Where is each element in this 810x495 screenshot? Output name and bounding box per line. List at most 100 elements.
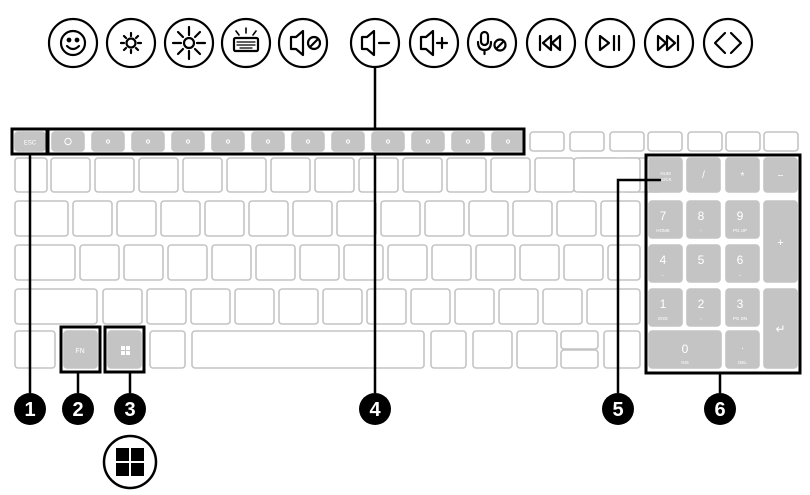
function-key-glyph (265, 139, 271, 144)
windows-key-glyph (126, 346, 130, 350)
callout-label-6: 6 (714, 399, 725, 421)
function-key-glyph (425, 139, 431, 144)
key-row3 (343, 244, 384, 281)
function-key-glyph (385, 139, 391, 144)
key-num-3-label: 3 (737, 297, 744, 311)
key-num-dot (725, 330, 760, 369)
key-row4 (102, 288, 143, 325)
previous-track-icon (525, 17, 577, 69)
key-row2 (160, 200, 201, 237)
key-row1 (402, 157, 443, 193)
key-row1 (138, 157, 179, 193)
key-arrow-left (516, 330, 558, 369)
callout-label-3: 3 (124, 399, 135, 421)
key-caps-lock (14, 244, 76, 281)
callout-4: 4 (359, 393, 391, 425)
key-row1 (226, 157, 267, 193)
key-row1 (358, 157, 399, 193)
key-row4 (234, 288, 275, 325)
speaker-mute-icon (277, 17, 329, 69)
key-num-minus (763, 157, 798, 193)
key-row3 (299, 244, 340, 281)
key-row4 (190, 288, 231, 325)
key-row3 (167, 244, 208, 281)
key-num-0-label: 0 (682, 342, 689, 356)
key-arrow-up (560, 330, 599, 350)
key-fn-label: FN (75, 348, 84, 355)
key-esc-label: ESC (24, 141, 37, 147)
callout-label-5: 5 (612, 399, 623, 421)
leader-lines (28, 154, 722, 393)
function-key-glyph (345, 139, 351, 144)
key-function-12 (491, 131, 525, 152)
keyboard-backlight-icon (220, 17, 272, 69)
key-function-11 (451, 131, 485, 152)
key-ctrl-right (472, 330, 513, 369)
key-arrow-right (603, 330, 641, 369)
key-function-2 (91, 131, 125, 152)
function-key-glyph (465, 139, 471, 144)
key-function-10 (411, 131, 445, 152)
key-num-6-sublabel: → (738, 272, 743, 277)
key-num-dot-label: . (741, 341, 744, 352)
callout-1: 1 (14, 393, 46, 425)
key-num-asterisk (725, 157, 760, 193)
highlight-numpad (644, 153, 802, 375)
function-key-glyph (145, 139, 151, 144)
key-top-right-4 (647, 131, 683, 152)
volume-up-icon (408, 17, 460, 69)
key-ctrl (14, 330, 56, 369)
callout-label-4: 4 (369, 399, 381, 421)
key-left-shift (14, 288, 98, 325)
key-fn (63, 330, 98, 369)
key-num-4-label: 4 (660, 253, 667, 267)
key-num-7-sublabel: HOME (656, 228, 670, 233)
key-num-dot-sublabel: DEL (738, 360, 747, 365)
key-num-0-sublabel: INS (681, 360, 689, 365)
key-row3 (563, 244, 604, 281)
key-row3 (123, 244, 164, 281)
key-esc (14, 131, 46, 152)
callout-5: 5 (602, 393, 634, 425)
key-row1 (314, 157, 355, 193)
smiley-icon (47, 17, 99, 69)
key-row1 (182, 157, 223, 193)
key-num-1-label: 1 (660, 297, 667, 311)
key-top-right-2 (569, 131, 605, 152)
switch-screen-icon (702, 17, 754, 69)
brightness-up-icon (163, 17, 215, 69)
key-num-slash-label: / (702, 170, 705, 181)
highlight-fn-key (59, 325, 102, 374)
key-function-1 (51, 131, 85, 152)
key-row2 (336, 200, 377, 237)
key-backspace (573, 157, 641, 193)
key-top-right-6 (725, 131, 761, 152)
key-num-lock (648, 157, 683, 193)
key-row1 (490, 157, 531, 193)
key-num-8-label: 8 (698, 209, 705, 223)
key-row4 (454, 288, 495, 325)
highlight-function-row (46, 127, 526, 156)
callout-3: 3 (114, 393, 146, 425)
key-row3 (519, 244, 560, 281)
key-row4 (410, 288, 451, 325)
key-num-minus-label: − (778, 171, 784, 182)
key-num-3-sublabel: PG DN (733, 316, 747, 321)
play-pause-icon (584, 17, 636, 69)
key-num-5-label: 5 (698, 253, 705, 267)
microphone-mute-icon (466, 17, 518, 69)
key-row1 (534, 157, 575, 193)
key-row3 (387, 244, 428, 281)
key-function-4 (171, 131, 205, 152)
key-row2 (600, 200, 641, 237)
key-row3 (475, 244, 516, 281)
callout-label-1: 1 (24, 399, 35, 421)
key-row2 (248, 200, 289, 237)
key-row4 (498, 288, 539, 325)
key-alt (149, 330, 186, 369)
key-num-plus-label: + (777, 237, 783, 249)
function-key-glyph (64, 137, 72, 146)
key-num-1 (648, 288, 683, 327)
key-row2 (292, 200, 333, 237)
